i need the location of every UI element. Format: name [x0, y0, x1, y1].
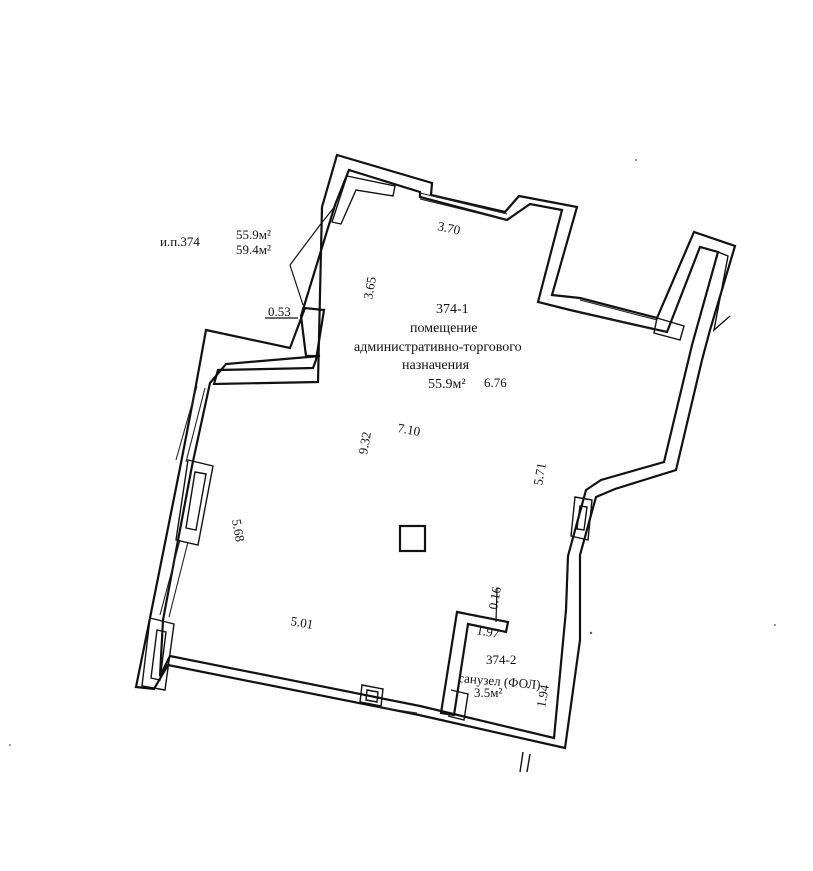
room1-name-line2: административно-торгового: [354, 340, 522, 355]
room2-id: 374-2: [486, 652, 516, 667]
summary-area-total: 55.9м²: [236, 227, 271, 242]
bottom-door-line: [370, 705, 418, 714]
speck-3: [774, 624, 776, 626]
room1-name-line3: назначения: [402, 358, 470, 373]
summary-unit-id: и.п.374: [160, 234, 200, 249]
room1-name-line1: помещение: [410, 321, 478, 336]
wc-partition: [439, 610, 510, 717]
dim-bottom-width: 5.01: [289, 613, 314, 632]
room1-area: 55.9м²: [428, 377, 466, 392]
dim-alcove-depth: 3.65: [360, 276, 379, 301]
bottom-door-jamb: [359, 684, 384, 707]
window-left-3: [159, 539, 181, 616]
summary-leader: [289, 204, 337, 266]
dim-wc-offset: 0.16: [485, 585, 504, 611]
dim-top-alcove: 3.70: [436, 218, 461, 237]
summary-area-alt: 59.4м²: [236, 242, 271, 257]
dim-wc-width: 1.97: [475, 622, 501, 641]
left-pier: [175, 459, 214, 546]
window-left-2: [185, 387, 206, 463]
bottom-right-tail: [519, 751, 531, 773]
window-top-1: [419, 192, 508, 215]
summary-leader-lower: [289, 264, 304, 306]
window-left-1: [175, 385, 198, 461]
right-pier: [570, 496, 593, 541]
window-right-1: [579, 299, 658, 321]
corner-tail: [712, 251, 731, 332]
dim-inner-height: 9.32: [355, 431, 374, 456]
dim-wc-depth: 1.94: [533, 683, 552, 709]
speck-2: [635, 159, 637, 161]
speck-4: [589, 631, 593, 635]
wc-door: [447, 689, 469, 721]
dim-upper-right: 6.76: [484, 375, 507, 390]
alcove-block-left: [331, 175, 396, 225]
bottom-left-pier: [141, 617, 175, 691]
window-right-2: [575, 311, 656, 331]
room2-name: санузел (ФОЛ): [458, 670, 541, 692]
window-left-4: [168, 541, 189, 618]
dim-right-wall: 5.71: [530, 462, 549, 487]
central-column: [398, 524, 427, 553]
inner-wall: [158, 168, 720, 740]
outer-wall: [134, 153, 737, 750]
window-top-2: [419, 198, 507, 221]
dim-inner-width: 7.10: [396, 420, 421, 439]
room1-id: 374-1: [436, 302, 469, 317]
room2-area: 3.5м²: [474, 685, 502, 700]
column-right-top: [653, 317, 685, 341]
dim-small-jog: 0.53: [268, 304, 291, 319]
dim-left-wall: 5.68: [229, 518, 248, 543]
speck-1: [9, 744, 11, 746]
dim-016-line: [495, 587, 498, 623]
